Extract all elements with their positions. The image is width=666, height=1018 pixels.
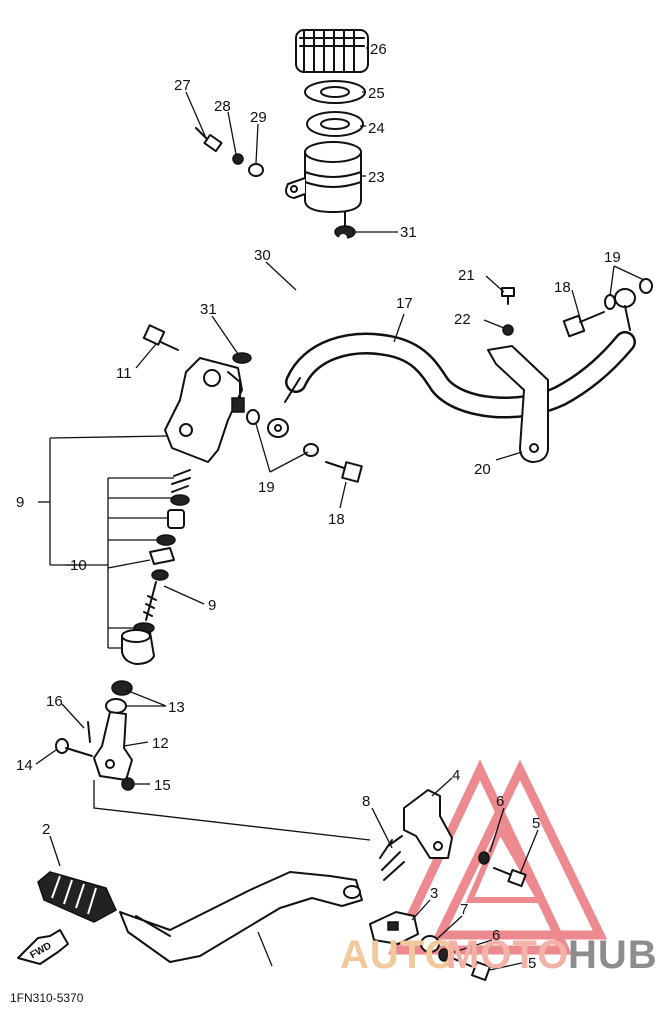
callout-31-lower: 31	[200, 301, 217, 318]
callout-23: 23	[368, 169, 385, 186]
copper-washer-left-b	[303, 443, 319, 457]
reservoir-tank	[285, 141, 362, 213]
callout-26: 26	[370, 41, 387, 58]
reservoir-diaphragm-plate	[304, 80, 366, 104]
callout-22: 22	[454, 311, 471, 328]
callout-12: 12	[152, 735, 169, 752]
clevis-nut	[121, 777, 135, 791]
master-cylinder-body	[164, 357, 245, 463]
reservoir-screw	[195, 127, 223, 153]
reservoir-washer	[232, 153, 244, 165]
callout-6-lower: 6	[492, 927, 500, 944]
guide-screw	[501, 287, 515, 305]
reservoir-nut	[248, 163, 264, 177]
guide-nut	[502, 324, 514, 336]
callout-13: 13	[168, 699, 185, 716]
callout-15: 15	[154, 777, 171, 794]
watermark-moto: MOTO	[446, 933, 569, 977]
watermark-hub: HUB	[568, 933, 658, 977]
callout-4: 4	[452, 767, 460, 784]
callout-19-right: 19	[604, 249, 621, 266]
mounting-bolt	[142, 324, 179, 351]
callout-labels: 26 25 24 23 27 28 29 31 30 21 19 18 22 1…	[16, 41, 621, 972]
callout-17: 17	[396, 295, 413, 312]
callout-24: 24	[368, 120, 385, 137]
forward-direction-arrow: FWD	[17, 929, 69, 965]
watermark-text: AUTO MOTO HUB	[340, 933, 658, 977]
callout-21: 21	[458, 267, 475, 284]
callout-16: 16	[46, 693, 63, 710]
callout-27: 27	[174, 77, 191, 94]
push-rod-nuts	[105, 680, 133, 714]
diagram-code: 1FN310-5370	[10, 991, 84, 1005]
reservoir-cap	[295, 29, 369, 73]
callout-25: 25	[368, 85, 385, 102]
callout-30: 30	[254, 247, 271, 264]
callout-7: 7	[460, 901, 468, 918]
reservoir-diaphragm	[306, 111, 364, 137]
pedal-bolt-lower	[420, 935, 491, 981]
callout-18-left: 18	[328, 511, 345, 528]
callout-28: 28	[214, 98, 231, 115]
callout-20: 20	[474, 461, 491, 478]
copper-washer-left-a	[246, 409, 260, 425]
union-bolt-left	[325, 461, 363, 483]
pedal-plate	[369, 911, 419, 945]
callout-10: 10	[70, 557, 87, 574]
watermark-auto: AUTO	[340, 933, 457, 977]
brake-pedal	[119, 871, 363, 963]
brake-hose	[287, 333, 634, 417]
hose-clamp-lower	[232, 352, 252, 364]
callout-3: 3	[430, 885, 438, 902]
copper-washer-right-a	[604, 294, 616, 310]
copper-washer-right-b	[639, 278, 653, 294]
callout-9-group: 9	[16, 494, 24, 511]
pedal-bolt-upper	[478, 851, 527, 888]
spring-bracket	[403, 789, 453, 859]
piston-kit	[121, 469, 191, 665]
return-spring	[379, 835, 405, 881]
leader-lines	[35, 47, 645, 971]
hose-banjo-right	[614, 288, 636, 308]
callout-9-cylinder: 9	[208, 597, 216, 614]
callout-5-upper: 5	[532, 815, 540, 832]
watermark-triangle-inner	[465, 823, 546, 903]
reservoir-hose	[238, 234, 347, 356]
clevis-pin	[55, 738, 93, 757]
footrest-rubber	[37, 871, 117, 923]
callout-14: 14	[16, 757, 33, 774]
callout-19-left: 19	[258, 479, 275, 496]
cotter-pin	[87, 721, 91, 743]
callout-18-right: 18	[554, 279, 571, 296]
hose-guide-bracket	[487, 345, 549, 463]
hose-banjo-left	[267, 418, 289, 438]
callout-2: 2	[42, 821, 50, 838]
watermark-triangle-left	[387, 759, 573, 955]
callout-11: 11	[116, 365, 132, 382]
union-bolt-right	[562, 311, 605, 338]
callout-31-upper: 31	[400, 224, 417, 241]
callout-29: 29	[250, 109, 267, 126]
callout-5-lower: 5	[528, 955, 536, 972]
watermark-triangle-right	[432, 759, 608, 940]
callout-6-upper: 6	[496, 793, 504, 810]
watermark-logo	[387, 759, 608, 955]
callout-8: 8	[362, 793, 370, 810]
